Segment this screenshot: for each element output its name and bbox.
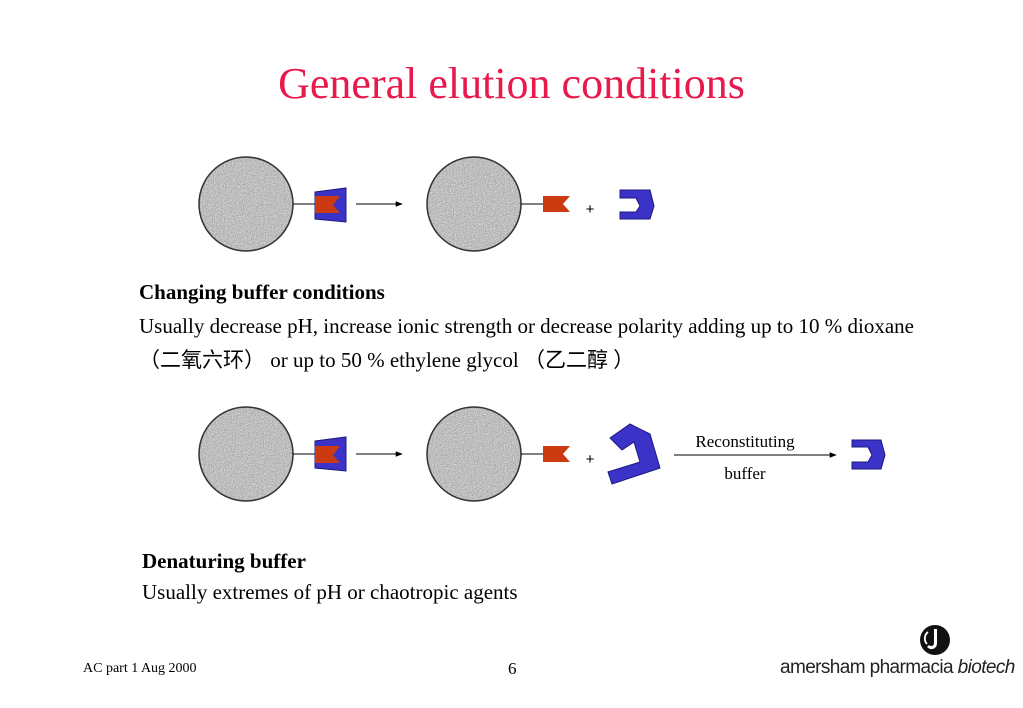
company-brand: amersham pharmacia biotech (780, 657, 1015, 679)
ligand-icon (543, 446, 570, 462)
footer-caption: AC part 1 Aug 2000 (83, 661, 197, 676)
free-protein-icon (619, 189, 655, 220)
section-body: Usually decrease pH, increase ionic stre… (139, 314, 914, 372)
plus-sign: + (586, 201, 595, 218)
bead-texture (428, 408, 520, 500)
arrow-label-line2: buffer (724, 464, 766, 483)
company-logo-icon (920, 625, 950, 655)
ligand-icon (315, 446, 340, 463)
refolded-protein-icon (851, 439, 886, 470)
arrow-label-line1: Reconstituting (695, 432, 795, 451)
page-title: General elution conditions (278, 59, 745, 108)
section-heading: Denaturing buffer (142, 549, 306, 573)
bead-texture (200, 408, 292, 500)
section-changing-buffer: Changing buffer conditions Usually decre… (139, 275, 929, 377)
ligand-icon (543, 196, 570, 212)
denatured-protein-icon (607, 423, 661, 485)
brand-italic: biotech (957, 657, 1016, 678)
row-2: + Reconstituting buffer (198, 406, 886, 502)
bead-texture (200, 158, 292, 250)
ligand-icon (315, 196, 340, 213)
section-body: Usually extremes of pH or chaotropic age… (142, 580, 518, 604)
plus-sign: + (586, 451, 595, 468)
section-heading: Changing buffer conditions (139, 280, 385, 304)
row-1: + (198, 156, 655, 252)
section-denaturing-buffer: Denaturing buffer Usually extremes of pH… (142, 546, 842, 608)
brand-main: amersham pharmacia (780, 657, 954, 678)
page-number: 6 (508, 659, 517, 678)
bead-texture (428, 158, 520, 250)
